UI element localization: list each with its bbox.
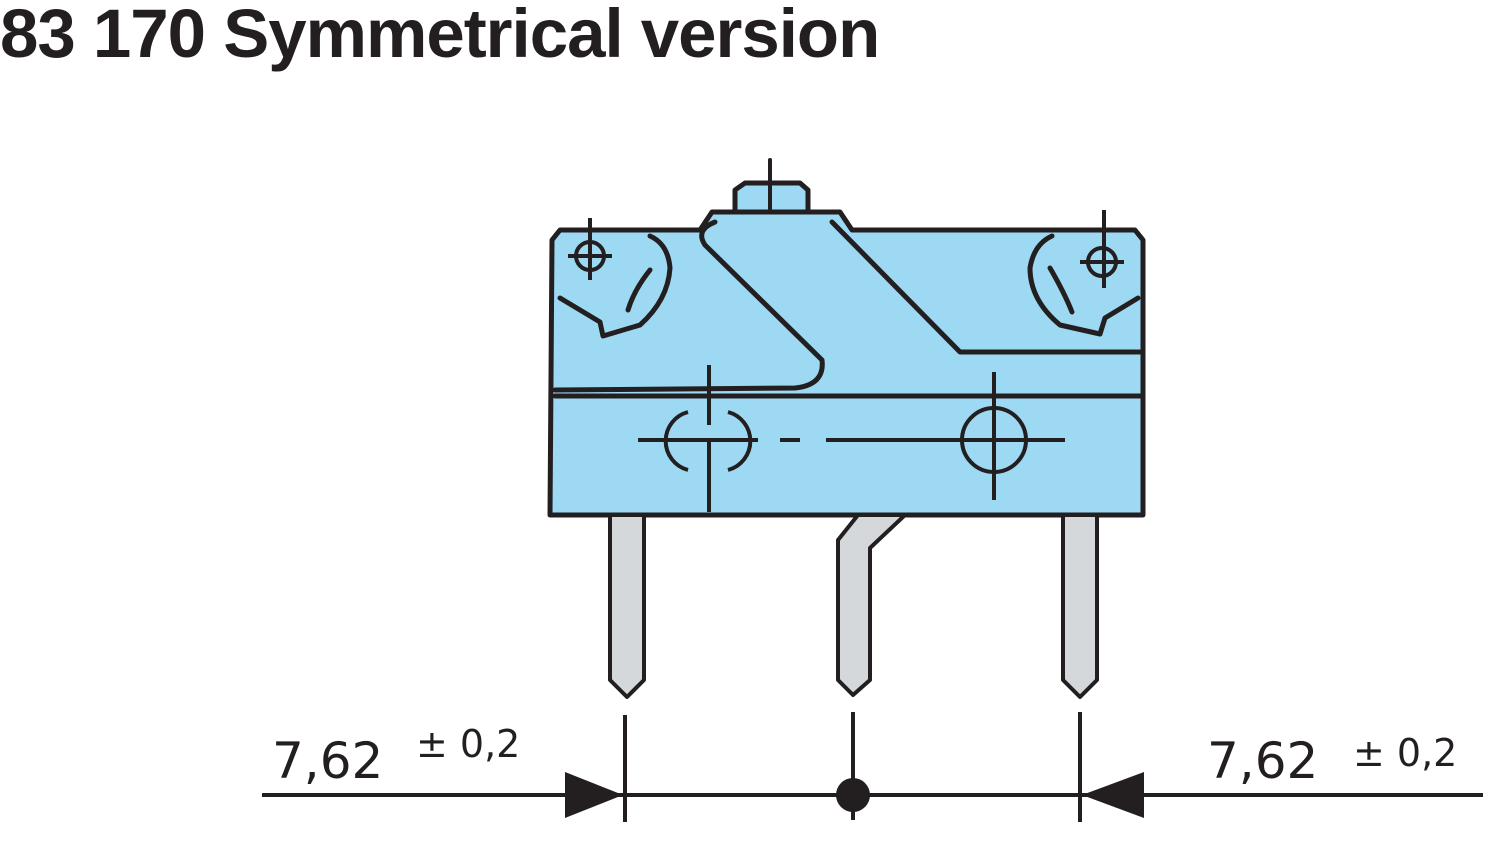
left-mount-pocket [557,233,673,339]
right-dimension-tolerance: ± 0,2 [1353,731,1457,775]
left-dimension-tolerance: ± 0,2 [416,722,520,766]
left-hole-arc-left [663,410,689,472]
right-pin [1061,513,1099,699]
right-screw-icon [1080,210,1124,288]
right-arrow-icon [1082,772,1144,818]
right-dimension-value: 7,62 [1207,732,1318,790]
right-mount-pocket [1027,233,1141,337]
housing-internal-lines [552,219,1146,399]
switch-pins [608,513,1099,699]
left-mount-slot [625,267,653,313]
centerline-marks [638,365,1065,512]
left-dimension-value: 7,62 [272,732,383,790]
right-mount-slot [1047,265,1075,315]
dimension-arrows [565,772,1144,818]
switch-housing [547,158,1146,518]
lever-outline [552,219,825,393]
left-hole-arc-right [727,410,753,472]
lever-edge [829,219,1146,355]
middle-pin [836,513,907,697]
page-title: 83 170 Symmetrical version [0,0,880,72]
left-pin [608,513,646,699]
center-dot-icon [836,778,870,812]
left-arrow-icon [565,772,623,818]
dimension-lines [262,712,1483,822]
housing-body [547,209,1146,518]
left-screw-icon [568,218,612,280]
